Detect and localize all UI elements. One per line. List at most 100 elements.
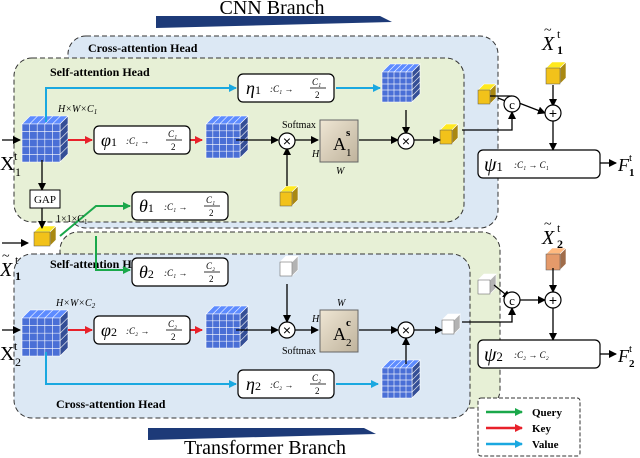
- symbol-x2t: X t 2: [0, 339, 21, 369]
- attention-matrix-a2c: A c 2: [319, 309, 359, 353]
- token-x2-tilde-front: [545, 253, 561, 271]
- cube-value-top-grid-side: [411, 87, 421, 97]
- concat-op-bottom: c: [503, 291, 521, 309]
- attention-matrix-a1s: A s 1: [319, 119, 359, 163]
- op-theta2: θ2 :C₁ → C₂ 2: [131, 257, 229, 287]
- cube-x1-input-grid-top: [36, 115, 46, 125]
- concat-op-top: c: [503, 95, 521, 113]
- svg-text:2: 2: [346, 337, 352, 349]
- cube-value-bottom-grid-top: [405, 359, 415, 369]
- svg-text:1: 1: [15, 165, 21, 179]
- svg-text::C₂ →: :C₂ →: [270, 380, 293, 390]
- token-concat-bottom-front: [477, 279, 491, 295]
- cube-value-top-grid-side: [411, 69, 421, 79]
- svg-text:1: 1: [557, 43, 563, 57]
- svg-text:2: 2: [629, 358, 635, 370]
- cube-value-top-grid-side: [411, 81, 421, 91]
- svg-text:A: A: [333, 324, 346, 344]
- svg-text::C₁ →: :C₁ →: [270, 84, 293, 94]
- cube-x2-input-grid-side: [59, 317, 69, 326]
- svg-text:t: t: [557, 27, 561, 41]
- multiply-op-4: ×: [397, 321, 415, 339]
- cube-key-bottom-front: [205, 313, 241, 349]
- op-phi1: φ1 :C₁ → C₁ 2: [93, 125, 191, 155]
- svg-text:1: 1: [346, 147, 352, 159]
- cube-x2-input-grid-top: [44, 309, 54, 319]
- multiply-op-2: ×: [397, 132, 415, 150]
- cube-value-top-grid-top: [399, 63, 409, 73]
- op-phi2: φ2 :C₂ → C₂ 2: [93, 315, 191, 345]
- cube-x1-input-side: [59, 115, 69, 163]
- cube-key-top-grid-side: [239, 129, 249, 138]
- h-label-bottom: H: [311, 314, 320, 325]
- svg-text:t: t: [557, 221, 561, 235]
- svg-text:2: 2: [209, 208, 214, 218]
- cube-value-top-grid-top: [405, 63, 415, 73]
- cube-value-top-front: [381, 71, 413, 103]
- cube-x1-input-grid-top: [44, 115, 54, 125]
- cube-x1-input-front: [21, 123, 61, 163]
- cube-value-bottom-grid-top: [399, 359, 409, 369]
- svg-text::C₁ →: :C₁ →: [126, 136, 149, 146]
- svg-text::C₂ → C₂: :C₂ → C₂: [514, 350, 549, 360]
- svg-text:c: c: [346, 317, 351, 329]
- token-query-bottom-front: [279, 261, 293, 277]
- svg-text:ψ1: ψ1: [484, 154, 503, 176]
- cross-head-bottom-label: Cross-attention Head: [56, 397, 166, 411]
- feature-cubes: [21, 61, 567, 399]
- svg-text:F: F: [617, 155, 630, 175]
- cube-key-bottom-grid-top: [212, 305, 222, 315]
- token-x1-tilde-front: [545, 67, 561, 85]
- black-connections: [2, 85, 617, 364]
- query-line-top: [59, 202, 131, 237]
- cube-value-top-grid-top: [393, 63, 403, 73]
- symbol-x1t-tilde-right: X ~ t 1: [541, 23, 563, 57]
- cube-x1-input-grid-side: [59, 146, 69, 155]
- svg-text:1: 1: [15, 269, 21, 283]
- token-out-top-front: [439, 129, 453, 145]
- svg-text:C₂: C₂: [206, 261, 215, 271]
- multiply-op-1: ×: [278, 132, 296, 150]
- svg-text:X: X: [541, 33, 555, 55]
- svg-text:1: 1: [629, 167, 635, 179]
- symbol-f2t: F t 2: [617, 343, 635, 370]
- dims-11c1: 1×1×C1: [56, 214, 88, 226]
- svg-text:t: t: [14, 339, 18, 353]
- cube-value-top-grid-top: [387, 63, 397, 73]
- cube-value-bottom-grid-side: [411, 371, 421, 381]
- softmax-label-top: Softmax: [282, 120, 316, 131]
- cube-value-bottom-grid-side: [411, 383, 421, 393]
- svg-text:C₁: C₁: [312, 77, 321, 87]
- svg-text:2: 2: [15, 355, 21, 369]
- cube-key-top-grid-top: [226, 115, 235, 125]
- cube-x2-input-side: [59, 309, 69, 357]
- cube-key-bottom-grid-top: [226, 305, 235, 315]
- gap-box: GAP: [29, 189, 61, 209]
- op-eta2: η2 :C₂ → C₂ 2: [237, 369, 335, 399]
- legend-key: Key: [532, 423, 551, 435]
- token-out-bottom-front: [441, 319, 455, 335]
- symbol-x1t: X t 1: [0, 149, 21, 179]
- svg-text:~: ~: [544, 217, 552, 232]
- svg-text:c: c: [509, 97, 515, 112]
- add-op-top: +: [544, 104, 562, 122]
- dims-hwc1: H×W×C1: [57, 104, 97, 116]
- token-concat-top-front: [477, 89, 491, 105]
- svg-text:GAP: GAP: [34, 194, 56, 206]
- cube-value-bottom-front: [381, 367, 413, 399]
- svg-text::C₂ →: :C₂ →: [126, 326, 149, 336]
- cube-key-top-front: [205, 123, 241, 159]
- add-op-bottom: +: [544, 291, 562, 309]
- svg-text:C₂: C₂: [312, 373, 321, 383]
- cube-x1-input-grid-top: [29, 115, 38, 125]
- svg-text:s: s: [346, 127, 351, 139]
- cube-value-bottom-grid-side: [411, 365, 421, 375]
- op-theta1: θ1 :C₁ → C₁ 2: [131, 191, 229, 221]
- cube-value-top-grid-side: [411, 75, 421, 85]
- svg-text:C₂: C₂: [168, 319, 177, 329]
- softmax-label-bottom: Softmax: [282, 346, 316, 357]
- svg-text:η2: η2: [246, 374, 261, 394]
- cube-x2-input-grid-side: [59, 340, 69, 349]
- cube-key-bottom-grid-top: [219, 305, 228, 315]
